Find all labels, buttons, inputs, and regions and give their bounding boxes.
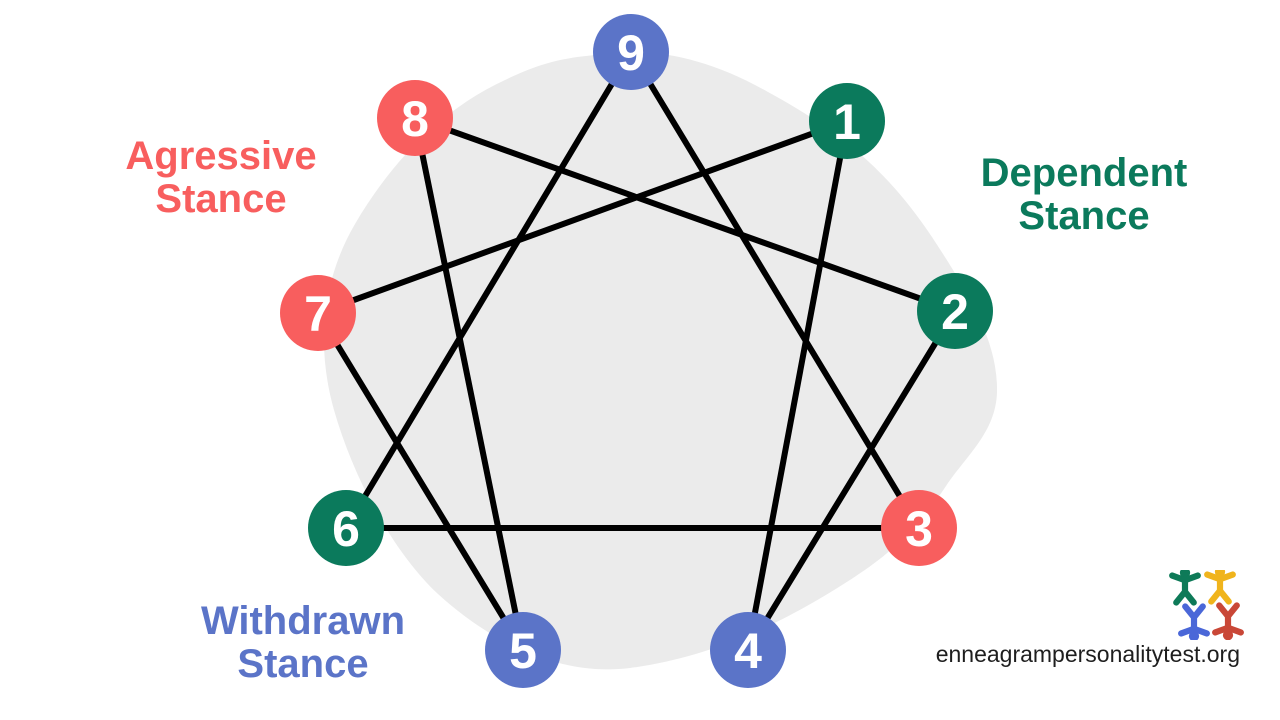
node-1: 1 [809, 83, 885, 159]
dependent-stance-line1: Dependent [980, 151, 1188, 195]
node-9: 9 [593, 14, 669, 90]
node-circle [308, 490, 384, 566]
node-circle [280, 275, 356, 351]
node-number: 2 [941, 284, 969, 340]
person-figure-green [1172, 570, 1198, 603]
four-people-logo [1164, 570, 1248, 640]
node-circle [881, 490, 957, 566]
node-6: 6 [308, 490, 384, 566]
aggressive-stance-line2: Stance [155, 177, 287, 221]
person-figure-yellow [1207, 570, 1233, 602]
node-3: 3 [881, 490, 957, 566]
edge-2-8 [413, 115, 957, 314]
withdrawn-stance-line1: Withdrawn [200, 599, 406, 643]
node-number: 9 [617, 25, 645, 81]
node-number: 8 [401, 91, 429, 147]
withdrawn-stance-label: Withdrawn Stance [201, 600, 405, 686]
node-circle [917, 273, 993, 349]
website-url: enneagrampersonalitytest.org [935, 641, 1240, 667]
enneagram-nodes: 9 1 2 3 4 5 6 7 8 [280, 14, 993, 688]
node-number: 5 [509, 623, 537, 679]
edge-1-4 [745, 120, 850, 651]
person-figure-blue-inverted [1181, 606, 1207, 640]
node-8: 8 [377, 80, 453, 156]
node-number: 6 [332, 501, 360, 557]
node-number: 7 [304, 286, 332, 342]
person-figure-red-inverted [1215, 605, 1241, 640]
edge-4-2 [745, 309, 958, 652]
node-7: 7 [280, 275, 356, 351]
edge-5-7 [315, 311, 526, 652]
edge-8-5 [412, 117, 526, 651]
node-number: 1 [833, 94, 861, 150]
node-2: 2 [917, 273, 993, 349]
aggressive-stance-line1: Agressive [125, 134, 317, 178]
edge-7-1 [316, 118, 849, 316]
node-5: 5 [485, 612, 561, 688]
dependent-stance-label: Dependent Stance [981, 152, 1188, 238]
node-number: 4 [734, 623, 762, 679]
node-circle [485, 612, 561, 688]
node-circle [593, 14, 669, 90]
node-circle [809, 83, 885, 159]
edge-6-9 [343, 50, 634, 530]
node-circle [710, 612, 786, 688]
node-circle [377, 80, 453, 156]
aggressive-stance-label: Agressive Stance [125, 135, 316, 221]
dependent-stance-line2: Stance [1018, 194, 1150, 238]
node-number: 3 [905, 501, 933, 557]
withdrawn-stance-line2: Stance [237, 642, 369, 686]
node-4: 4 [710, 612, 786, 688]
enneagram-edges [315, 50, 958, 652]
